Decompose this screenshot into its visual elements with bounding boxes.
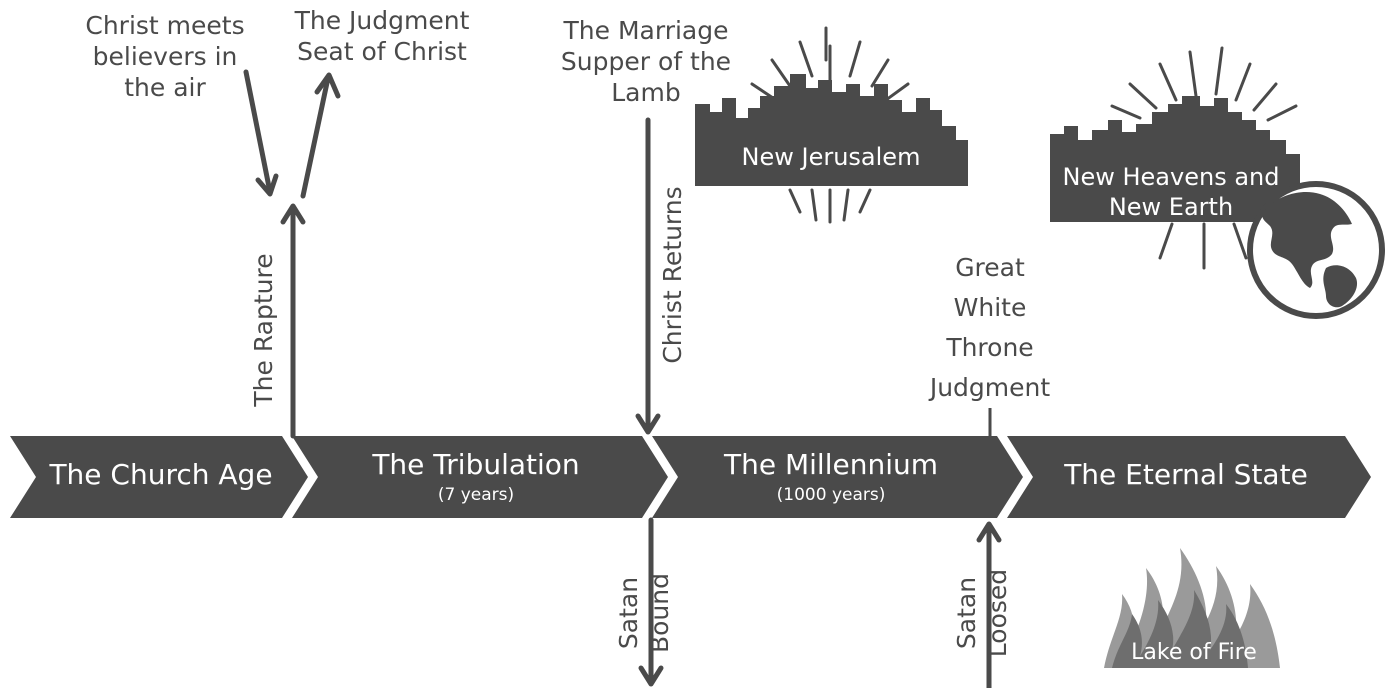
new-jerusalem-image — [695, 26, 968, 224]
christ-returns-arrow — [635, 117, 661, 435]
segment-tribulation-subtitle: (7 years) — [437, 485, 515, 505]
segment-eternal-state-title: The Eternal State — [1064, 458, 1308, 491]
new-heavens-image — [1050, 46, 1385, 319]
segment-tribulation-title: The Tribulation — [372, 448, 580, 481]
judgment-seat-label: The Judgment Seat of Christ — [294, 6, 470, 66]
christ-meets-arrow — [243, 69, 279, 197]
rapture-label: The Rapture — [249, 253, 278, 407]
lake-of-fire-label: Lake of Fire — [1131, 640, 1257, 665]
satan-bound-arrow — [638, 517, 664, 687]
segment-millennium-title: The Millennium — [724, 448, 938, 481]
christ-returns-label: Christ Returns — [658, 186, 687, 364]
new-jerusalem-label: New Jerusalem — [741, 143, 921, 171]
lake-of-fire-image — [1104, 548, 1280, 668]
satan-loosed-arrow — [976, 521, 1002, 688]
christ-meets-believers-label: Christ meets believers in the air — [85, 11, 245, 102]
segment-church-age — [10, 436, 308, 518]
segment-millennium — [652, 436, 1023, 518]
rapture-arrow — [280, 203, 306, 439]
satan-bound-label: Satan Bound — [614, 573, 674, 654]
segment-eternal-state — [1007, 436, 1371, 518]
new-heavens-label: New Heavens and New Earth — [1062, 163, 1280, 221]
segment-church-age-title: The Church Age — [49, 458, 273, 491]
judgment-seat-arrow — [300, 72, 341, 199]
segment-millennium-subtitle: (1000 years) — [776, 485, 886, 505]
great-white-throne-label: Great White Throne Judgment — [929, 253, 1051, 402]
satan-loosed-label: Satan Loosed — [952, 568, 1012, 658]
segment-tribulation — [292, 436, 668, 518]
marriage-supper-label: The Marriage Supper of the Lamb — [560, 16, 732, 107]
